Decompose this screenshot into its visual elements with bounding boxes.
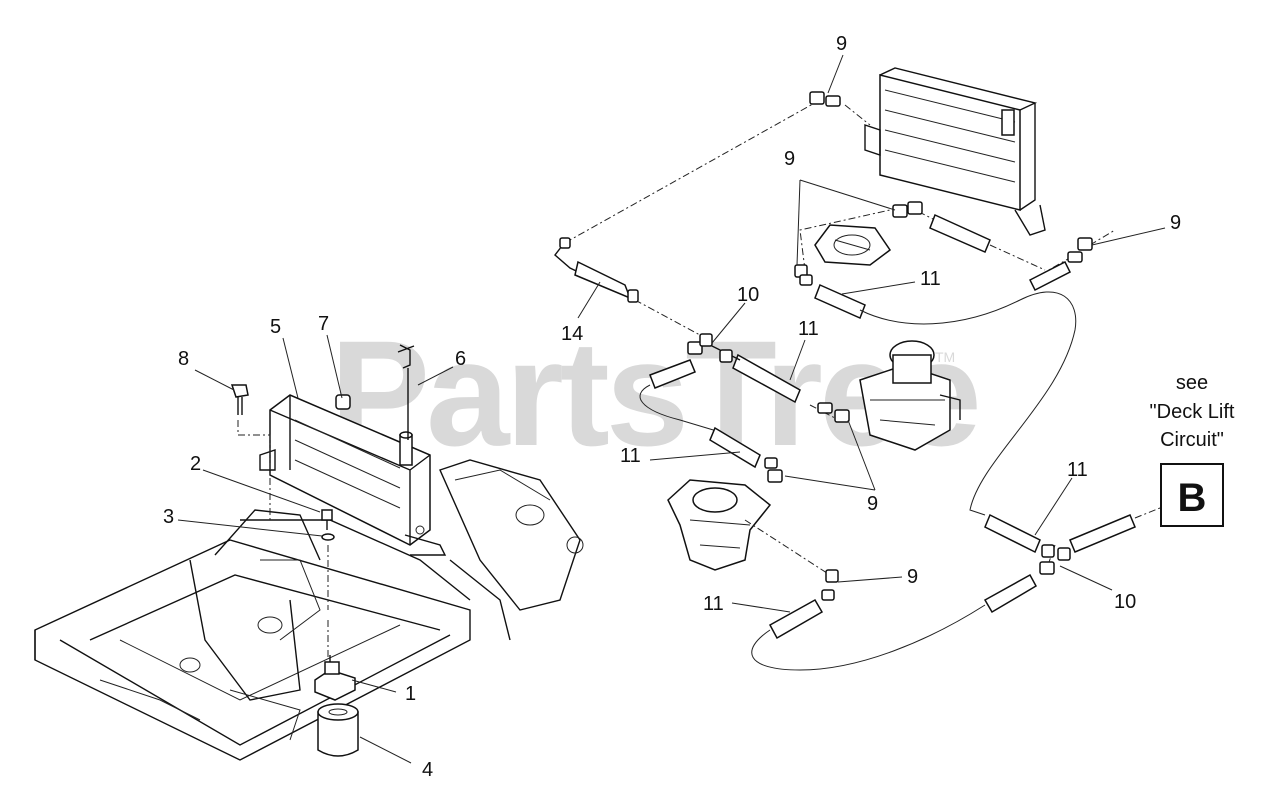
callout-11-left: 11 bbox=[620, 445, 641, 467]
callout-4: 4 bbox=[422, 759, 433, 781]
deck-lift-reference: see "Deck Lift Circuit" B bbox=[1150, 372, 1235, 527]
oil-cooler bbox=[864, 67, 1046, 236]
reference-line-3: Circuit" bbox=[1160, 429, 1224, 451]
wheel-motor-left bbox=[667, 479, 831, 576]
callout-9-right: 9 bbox=[1170, 212, 1181, 234]
callout-9-lower: 9 bbox=[907, 566, 918, 588]
callout-9-middle: 9 bbox=[867, 493, 878, 515]
reference-box bbox=[1160, 463, 1224, 527]
control-valve-upper bbox=[814, 224, 892, 266]
callout-11-upper: 11 bbox=[920, 268, 941, 290]
callout-3: 3 bbox=[163, 506, 174, 528]
callout-14: 14 bbox=[561, 323, 583, 345]
callout-5: 5 bbox=[270, 316, 281, 338]
callout-labels: 5 7 6 8 2 3 1 4 9 9 9 11 10 11 14 11 9 9… bbox=[163, 33, 1181, 781]
callout-10-left: 10 bbox=[737, 284, 759, 306]
oil-filter-4 bbox=[317, 703, 359, 757]
callout-11-center: 11 bbox=[798, 318, 819, 340]
callout-6: 6 bbox=[455, 348, 466, 370]
callout-11-right: 11 bbox=[1067, 459, 1088, 481]
reference-box-label: B bbox=[1178, 476, 1207, 520]
bolt-2-washer-3 bbox=[321, 509, 335, 660]
cap-7 bbox=[335, 394, 351, 410]
callout-9-top: 9 bbox=[836, 33, 847, 55]
callout-10-right: 10 bbox=[1114, 591, 1136, 613]
fittings bbox=[559, 91, 1093, 601]
tractor-frame bbox=[34, 459, 584, 761]
callout-1: 1 bbox=[405, 683, 416, 705]
reference-line-2: "Deck Lift bbox=[1150, 401, 1235, 423]
watermark-trademark: TM bbox=[935, 349, 955, 365]
callout-7: 7 bbox=[318, 313, 329, 335]
hose-lines bbox=[554, 99, 1161, 671]
leader-lines bbox=[177, 54, 1166, 764]
hydraulic-pump bbox=[859, 340, 961, 451]
callout-11-lower: 11 bbox=[703, 593, 724, 615]
callout-2: 2 bbox=[190, 453, 201, 475]
filter-head-1 bbox=[314, 655, 356, 701]
callout-9-upper: 9 bbox=[784, 148, 795, 170]
dipstick bbox=[397, 344, 415, 440]
bolt-8 bbox=[230, 384, 271, 520]
reference-line-1: see bbox=[1176, 372, 1208, 394]
hydraulic-reservoir bbox=[259, 394, 447, 556]
callout-8: 8 bbox=[178, 348, 189, 370]
